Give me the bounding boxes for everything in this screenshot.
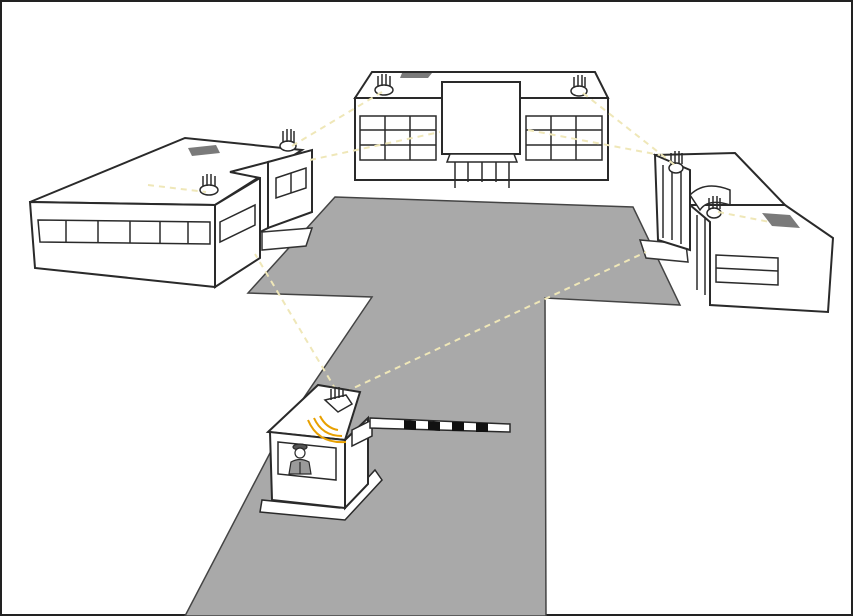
main-building <box>355 72 608 188</box>
solar-panel <box>400 73 432 78</box>
